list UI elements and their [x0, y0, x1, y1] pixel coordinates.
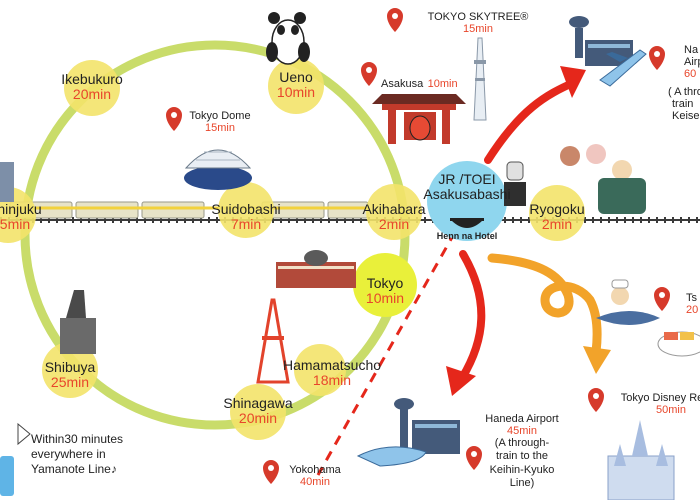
poi-time: 40min [300, 476, 330, 489]
hachiko-statue-icon [60, 290, 96, 354]
note-3: Keise [672, 110, 700, 123]
tokyo-station-building-icon [276, 250, 356, 288]
skytree-tower-icon [473, 37, 487, 121]
poi-name: TOKYO SKYTREE® [427, 11, 529, 23]
poi-time: 15min [205, 122, 235, 135]
poi-time: 20 [686, 304, 699, 317]
bowl-icon [450, 218, 484, 228]
poi-name: Ts [686, 292, 697, 304]
station-name: Ikebukuro [61, 71, 123, 87]
hub-label: JR /TOEI Asakusabashi [420, 171, 514, 203]
narita-arrow [484, 78, 579, 164]
sushi-plate-icon [657, 331, 700, 357]
poi-time: 10min [427, 78, 458, 90]
location-pin-icon [166, 8, 670, 484]
poi-asakusa: Asakusa 10min [381, 74, 458, 92]
station-time: 20min [238, 410, 278, 427]
station-ryogoku: Ryogoku 2min [522, 201, 592, 233]
station-time: 25min [50, 374, 90, 391]
sushi-chef-icon [611, 279, 629, 305]
panda-icon [266, 12, 310, 65]
tokyo-tower-icon [256, 298, 290, 384]
hub-line1: JR /TOEI [438, 171, 496, 187]
yamanote-note: Within30 minutes everywhere in Yamanote … [31, 432, 124, 476]
robot-concierge-icon [504, 161, 526, 206]
station-ueno: Ueno 10min [258, 69, 334, 101]
poi-name: Tokyo Disney Re [620, 392, 700, 404]
station-name: Tokyo [366, 275, 404, 291]
haneda-arrow [458, 250, 486, 382]
orange-arrowhead [583, 346, 611, 374]
poi-note: (A through- train to the Keihin-Kyuko Li… [489, 437, 555, 489]
station-time: 15min [0, 216, 31, 233]
station-ikebukuro: Ikebukuro 20min [54, 71, 130, 103]
poi-name: Asakusa [381, 78, 424, 90]
station-name: Ryogoku [529, 201, 585, 217]
hotel-label: Henn na Hotel [436, 231, 498, 241]
station-time: 18min [312, 372, 352, 389]
station-shinjuku: Shinjuku 15min [0, 201, 52, 233]
station-akihabara: Akihabara 2min [356, 201, 432, 233]
poi-narita: Na Airp 60 [684, 44, 700, 80]
phone-icon [0, 456, 14, 496]
station-time: 10min [276, 84, 316, 101]
station-hamamatsucho: Hamamatsucho 18min [276, 357, 388, 389]
speech-bubble [17, 422, 31, 446]
station-time: 20min [72, 86, 112, 103]
airplane-icon [599, 49, 647, 87]
haneda-airport-icon [356, 398, 460, 467]
poi-name: Yokohama [289, 464, 341, 476]
poi-time: 60 [684, 68, 697, 81]
haneda-arrowhead [446, 366, 476, 396]
hub-line2: Asakusabashi [423, 186, 511, 203]
station-name: Shinagawa [223, 395, 293, 411]
station-time: 2min [378, 216, 410, 233]
station-name: Shibuya [44, 359, 96, 375]
station-suidobashi: Suidobashi 7min [198, 201, 294, 233]
poi-time: 45min [507, 425, 537, 438]
tuna-fish-icon [596, 311, 660, 325]
station-bubbles [0, 58, 585, 440]
poi-tokyo-dome: Tokyo Dome 15min [180, 110, 260, 134]
station-name: Hamamatsucho [282, 357, 382, 373]
station-shibuya: Shibuya 25min [34, 359, 106, 391]
poi-time: 15min [463, 23, 493, 36]
narita-note: ( A thro train Keise [668, 86, 700, 122]
hub-bubble [427, 161, 507, 241]
tokyo-dome-icon [184, 149, 252, 190]
poi-name: Haneda Airport [485, 413, 559, 425]
building-icon [0, 162, 14, 202]
station-shinagawa: Shinagawa 20min [218, 395, 298, 427]
station-time: 10min [365, 290, 405, 307]
narita-arrowhead [560, 66, 586, 98]
station-time: 2min [541, 216, 573, 233]
sumo-wrestler-icon [560, 144, 646, 214]
station-time: 7min [230, 216, 262, 233]
poi-yokohama: Yokohama 40min [280, 464, 350, 488]
train-icon [9, 201, 369, 219]
poi-tsukiji: Ts 20 [686, 292, 698, 316]
kaminarimon-gate-icon [372, 94, 466, 144]
poi-disney: Tokyo Disney Re 50min [612, 392, 700, 416]
poi-name-2: Airp [684, 56, 700, 69]
station-name: Akihabara [362, 201, 426, 217]
poi-name: Tokyo Dome [189, 110, 251, 122]
station-name: Suidobashi [211, 201, 281, 217]
poi-time: 50min [656, 404, 686, 417]
note-1: ( A thro [668, 86, 700, 98]
poi-name: Na [684, 44, 699, 56]
poi-skytree: TOKYO SKYTREE® 15min [418, 11, 538, 35]
station-name: Shinjuku [0, 201, 42, 217]
castle-icon [607, 420, 675, 500]
orange-arrow [487, 253, 602, 357]
note-2: train [672, 98, 694, 111]
station-name: Ueno [279, 69, 313, 85]
poi-haneda: Haneda Airport 45min (A through- train t… [476, 413, 568, 490]
station-tokyo: Tokyo 10min [350, 275, 420, 307]
